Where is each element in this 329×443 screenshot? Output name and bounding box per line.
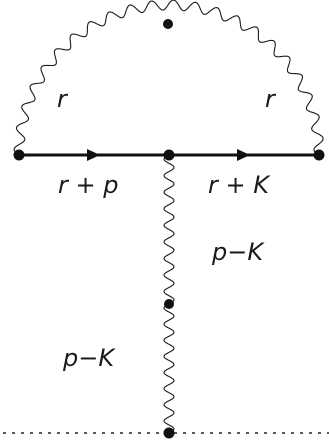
label-left-propagator: r + p [58,171,118,199]
center-vertex [163,149,175,161]
left-arrow-head [87,149,100,161]
lower-vertical-boson-line [163,303,175,434]
left-vertex [13,149,25,161]
upper-vertical-boson-line [163,154,175,305]
label-upper-vertical: p−K [211,238,265,266]
label-right-propagator: r + K [208,171,271,199]
label-right-arc: r [265,85,277,113]
right-arc-boson-line [167,0,324,156]
label-lower-vertical: p−K [62,344,116,372]
middle-vertical-vertex [164,299,174,309]
right-arrow-head [237,149,250,161]
label-left-arc: r [57,85,69,113]
bottom-vertex [163,427,175,439]
right-vertex [313,149,325,161]
top-arc-vertex [163,19,173,29]
left-arc-boson-line [13,0,169,156]
